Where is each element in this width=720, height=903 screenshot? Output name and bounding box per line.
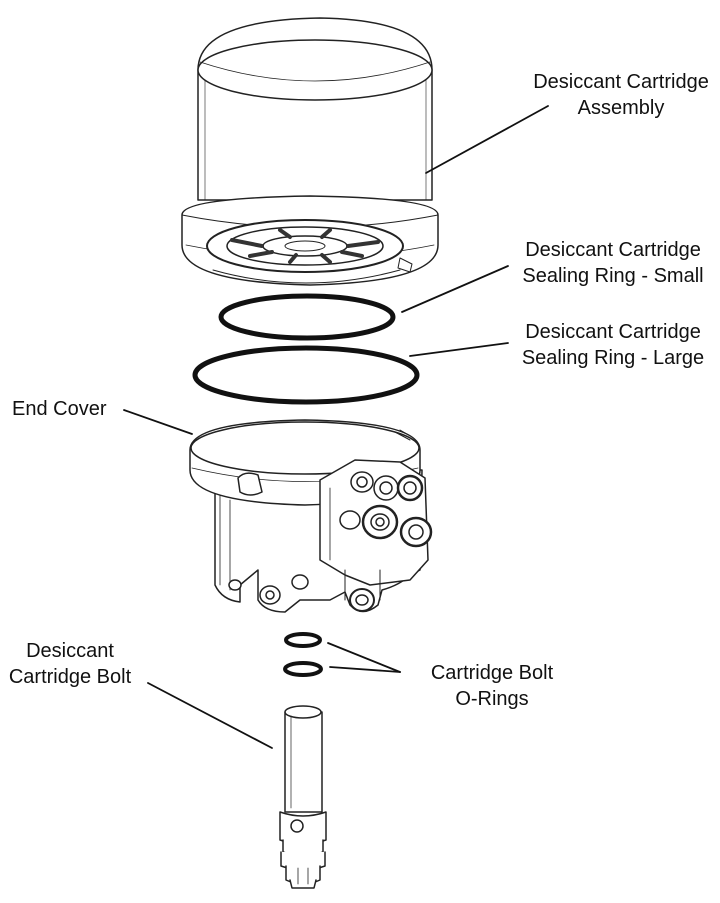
desiccant-cartridge-bolt	[279, 705, 327, 889]
label-bolt-line2: Cartridge Bolt	[8, 666, 132, 688]
leader-lines	[123, 105, 549, 749]
label-cartridge-assembly: Desiccant Cartridge Assembly	[522, 69, 720, 121]
leader-o-ring-upper	[327, 642, 401, 673]
leader-cartridge-assembly	[425, 105, 549, 174]
leader-ring-large	[409, 342, 509, 357]
sealing-ring-small	[218, 293, 396, 341]
label-o-rings: Cartridge Bolt O-Rings	[414, 660, 570, 712]
label-bolt: Desiccant Cartridge Bolt	[0, 638, 140, 690]
leader-ring-small	[401, 265, 509, 313]
label-ring-small-line2: Sealing Ring - Small	[522, 265, 704, 287]
leader-bolt	[147, 682, 273, 749]
leader-o-ring-lower	[329, 666, 401, 673]
leader-end-cover	[123, 409, 193, 435]
sealing-ring-large	[192, 345, 420, 405]
label-ring-large: Desiccant Cartridge Sealing Ring - Large	[510, 319, 716, 371]
label-bolt-line1: Desiccant	[26, 640, 114, 662]
label-ring-large-line1: Desiccant Cartridge	[525, 321, 701, 343]
label-end-cover-text: End Cover	[12, 398, 107, 420]
label-ring-small-line1: Desiccant Cartridge	[525, 239, 701, 261]
label-ring-small: Desiccant Cartridge Sealing Ring - Small	[510, 237, 716, 289]
bolt-o-ring-lower	[283, 661, 323, 677]
label-end-cover: End Cover	[12, 396, 107, 422]
end-cover	[189, 419, 433, 613]
label-o-rings-line1: Cartridge Bolt	[430, 662, 554, 684]
label-cartridge-assembly-line2: Assembly	[577, 97, 665, 119]
bolt-o-ring-upper	[284, 632, 322, 648]
desiccant-cartridge-assembly	[181, 17, 439, 286]
label-cartridge-assembly-line1: Desiccant Cartridge	[533, 71, 709, 93]
label-o-rings-line2: O-Rings	[455, 688, 529, 710]
label-ring-large-line2: Sealing Ring - Large	[521, 347, 705, 369]
